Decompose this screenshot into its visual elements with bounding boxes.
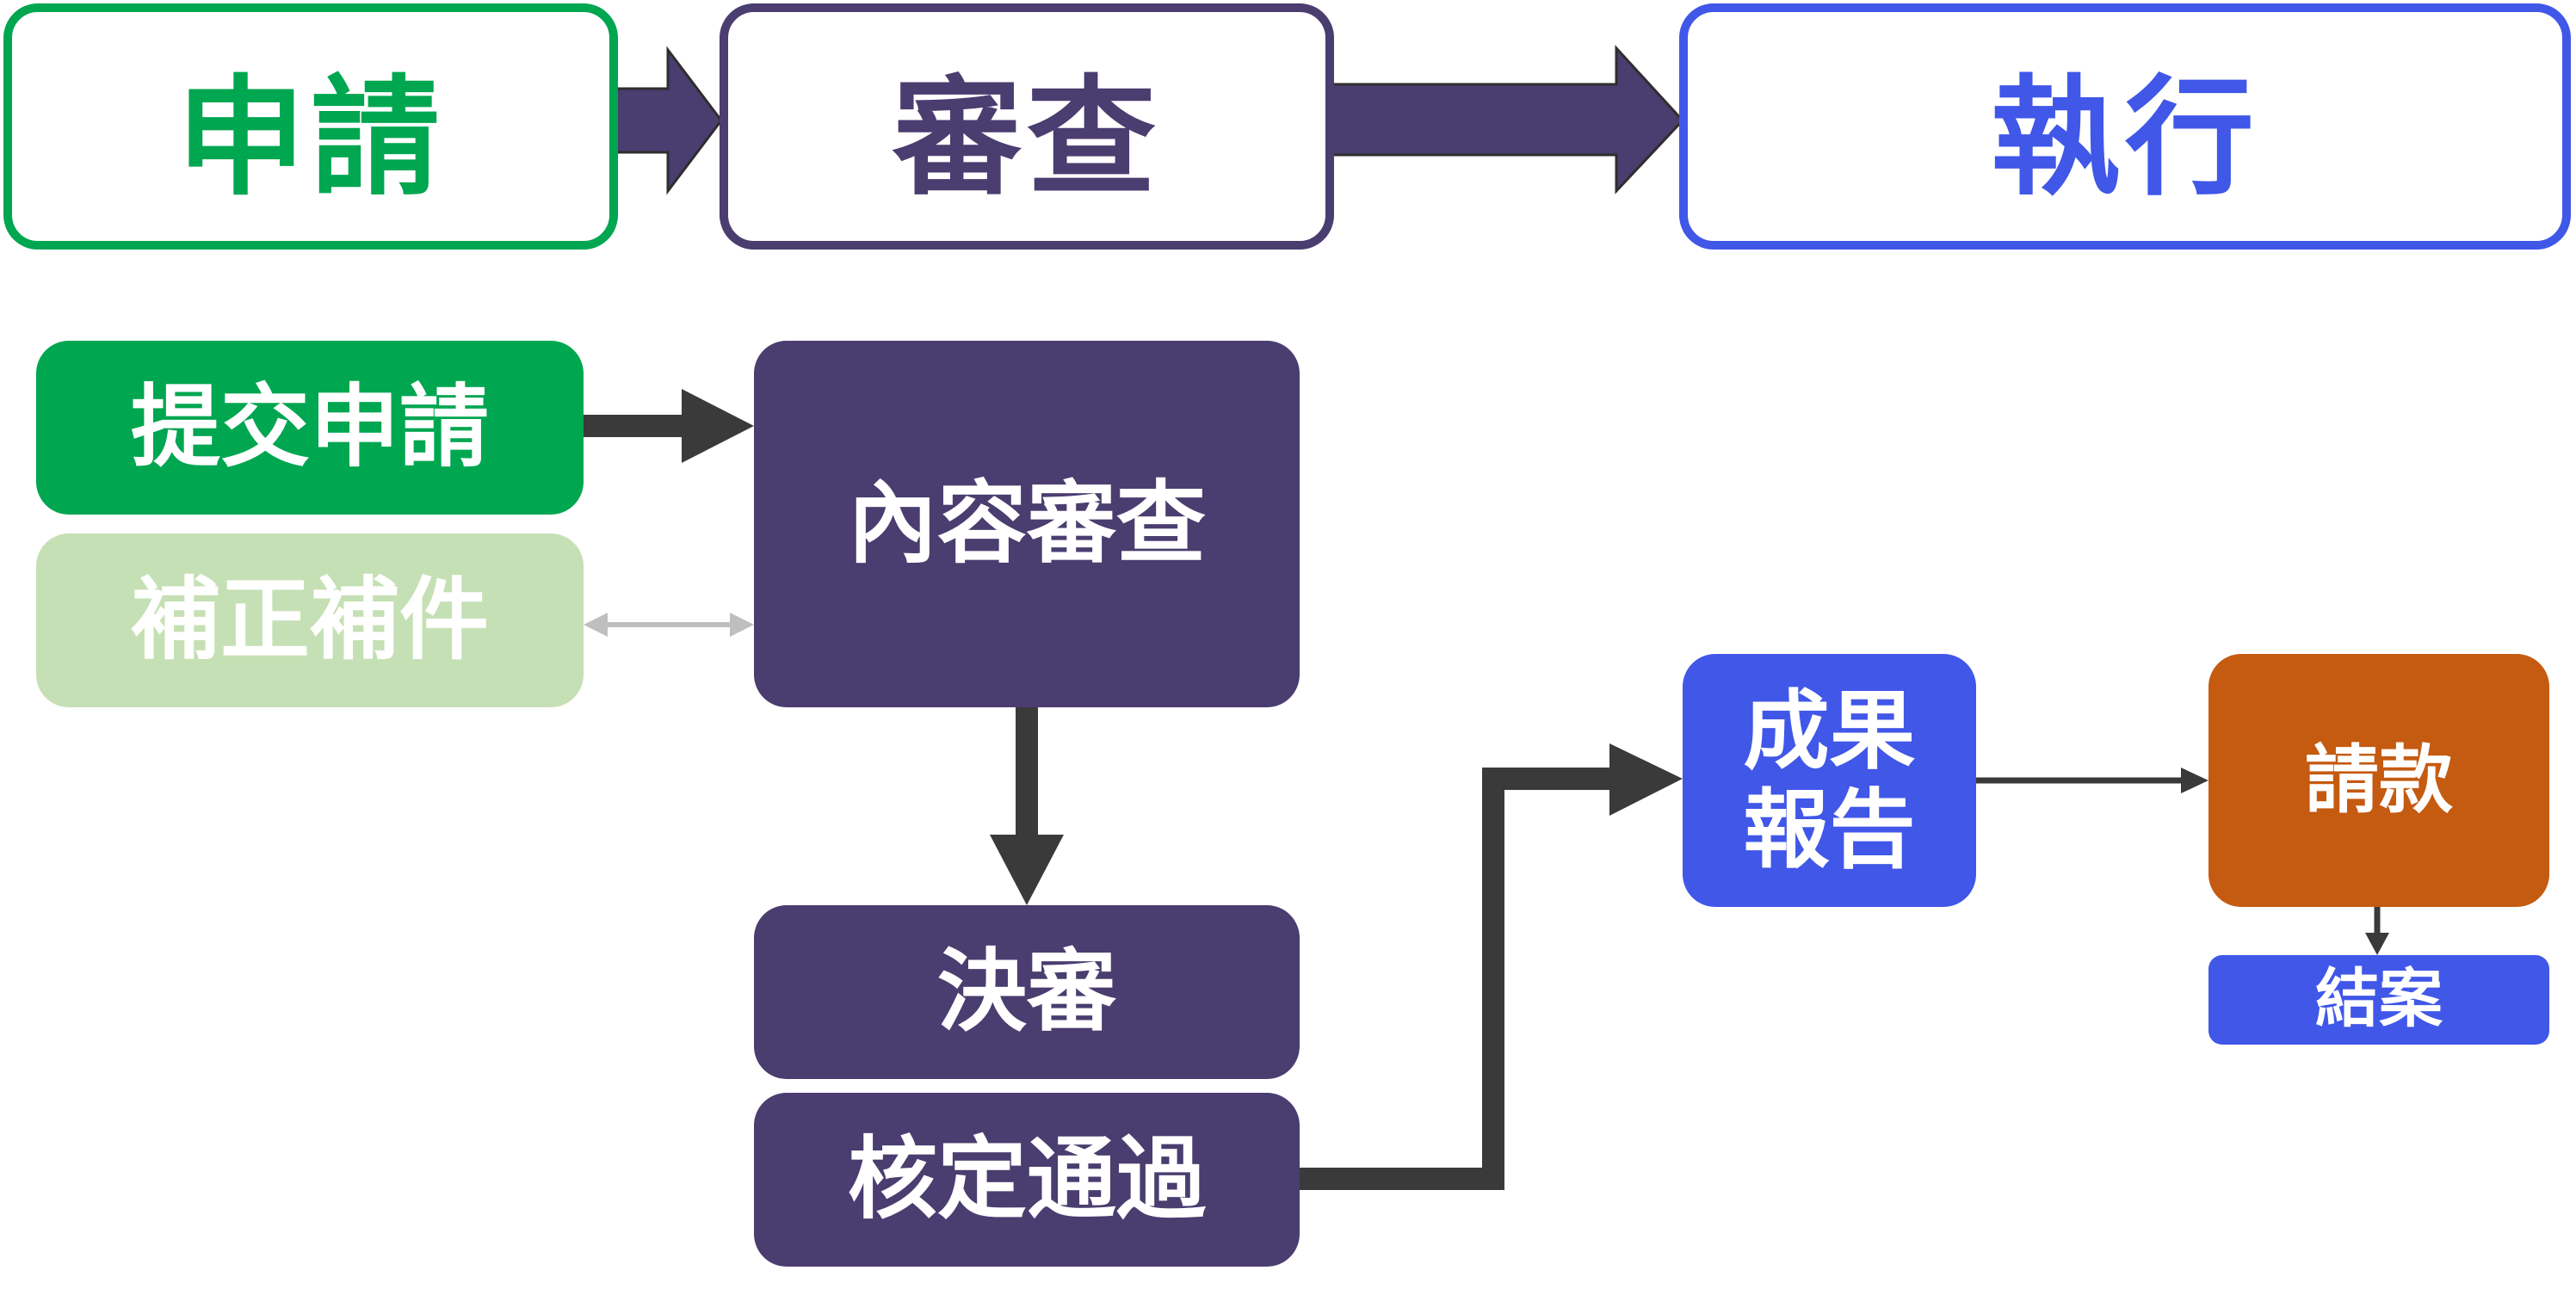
step-content-review-label: 內容審查 — [847, 471, 1206, 577]
step-payment: 請款 — [2208, 654, 2549, 907]
phase-apply-label: 申請 — [176, 63, 445, 213]
step-payment-label: 請款 — [2305, 737, 2453, 823]
arrowhead-supplement-right — [730, 613, 754, 637]
step-close: 結案 — [2208, 955, 2549, 1045]
step-submit: 提交申請 — [36, 341, 584, 515]
arrow-approved-to-report — [1300, 768, 1620, 1190]
step-approved-label: 核定通過 — [847, 1126, 1206, 1232]
step-report-label-line1: 成果 — [1743, 681, 1916, 781]
step-submit-label: 提交申請 — [130, 374, 489, 480]
step-supplement-label: 補正補件 — [130, 567, 489, 673]
arrowhead-supplement-left — [584, 613, 608, 637]
step-approved: 核定通過 — [754, 1093, 1300, 1267]
phase-arrow-apply-to-review — [613, 46, 723, 195]
phase-arrow-review-to-execute — [1329, 45, 1685, 194]
arrow-content-to-final-shaft — [1016, 707, 1038, 836]
phase-apply: 申請 — [3, 3, 618, 250]
arrow-submit-to-content-review — [584, 389, 754, 463]
arrow-report-to-payment-head — [2181, 768, 2208, 793]
step-close-label: 結案 — [2315, 962, 2443, 1037]
phase-execute: 執行 — [1679, 3, 2571, 250]
step-report: 成果 報告 — [1683, 654, 1976, 907]
phase-execute-label: 執行 — [1990, 63, 2259, 213]
arrow-content-to-final-head — [990, 835, 1064, 905]
phase-review-label: 審查 — [892, 63, 1161, 213]
step-final-review: 決審 — [754, 905, 1300, 1079]
step-content-review: 內容審查 — [754, 341, 1300, 707]
arrow-payment-to-close-head — [2365, 933, 2389, 955]
step-supplement: 補正補件 — [36, 533, 584, 707]
step-report-label-line2: 報告 — [1743, 780, 1916, 880]
phase-review: 審查 — [720, 3, 1334, 250]
step-final-review-label: 決審 — [936, 939, 1116, 1045]
arrow-approved-to-report-head — [1609, 743, 1683, 816]
